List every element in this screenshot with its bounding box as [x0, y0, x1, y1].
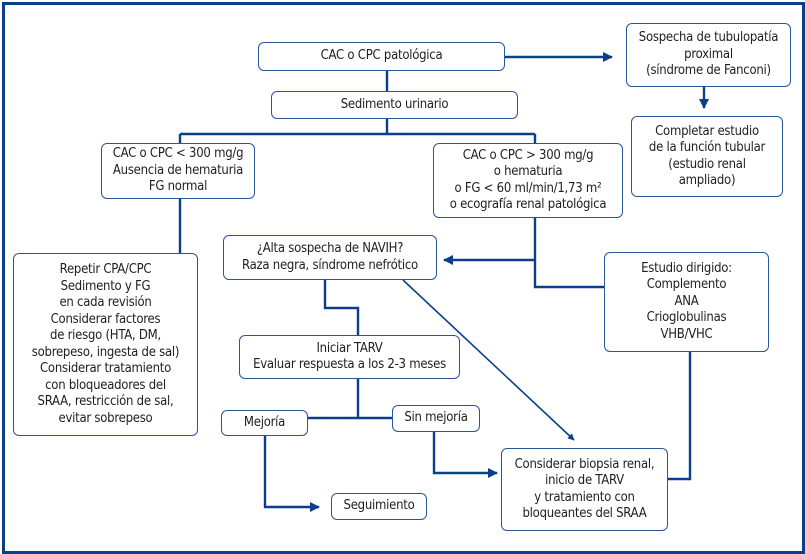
node-sin-mejoria: Sin mejoría	[392, 405, 480, 432]
node-text-line: o FG < 60 ml/min/1,73 m²	[454, 180, 602, 196]
node-text-line: Sospecha de tubulopatía	[638, 30, 779, 46]
node-text-line: en cada revisión	[59, 295, 152, 310]
node-text-line: Mejoría	[243, 414, 286, 430]
edge-mejoria-to-seguimiento	[263, 435, 321, 513]
node-text-line: Repetir CPA/CPC	[59, 262, 152, 277]
node-text-line: o ecografía renal patológica	[449, 197, 607, 212]
node-text-line: Complemento	[646, 277, 727, 293]
node-text-line: ANA	[674, 293, 699, 309]
edge-navih-to-tarv	[323, 280, 360, 335]
node-text-line: CAC o CPC < 300 mg/g	[112, 146, 244, 162]
node-text-line: VHB/VHC	[660, 326, 713, 342]
node-text-line: evitar sobrepeso	[58, 410, 153, 426]
node-text-line: Considerar tratamiento	[40, 361, 171, 376]
node-text-line: y tratamiento con	[534, 489, 635, 505]
edge-estudio-to-biopsia	[668, 351, 692, 481]
node-text-line: ampliado)	[678, 173, 736, 188]
node-text-line: Sin mejoría	[404, 410, 468, 426]
node-text-line: proximal	[684, 46, 733, 62]
node-text-line: CAC o CPC patológica	[320, 48, 443, 64]
node-text-line: CAC o CPC > 300 mg/g	[462, 147, 594, 163]
node-text-line: Completar estudio	[655, 123, 759, 139]
node-text-line: (síndrome de Fanconi)	[646, 63, 771, 79]
node-text-line: sobrepeso, ingesta de sal)	[31, 344, 180, 360]
node-text-line: Iniciar TARV	[316, 340, 383, 356]
node-text-line: Seguimiento	[343, 498, 415, 514]
node-sospecha-navih: ¿Alta sospecha de NAVIH?Raza negra, sínd…	[223, 235, 437, 280]
node-text-line: Crioglobulinas	[646, 310, 727, 326]
node-sedimento-urinario: Sedimento urinario	[271, 91, 518, 119]
node-text-line: FG normal	[148, 179, 208, 195]
node-text-line: Sedimento y FG	[60, 278, 151, 294]
node-text-line: de riesgo (HTA, DM,	[50, 328, 161, 343]
node-text-line: bloqueantes del SRAA	[522, 506, 647, 521]
node-text-line: Considerar factores	[50, 311, 161, 327]
node-text-line: Evaluar respuesta a los 2-3 meses	[253, 357, 446, 372]
node-text-line: Ausencia de hematuria	[112, 162, 244, 178]
node-mejoria: Mejoría	[221, 410, 308, 436]
node-text-line: de la función tubular	[648, 140, 766, 155]
node-text-line: ¿Alta sospecha de NAVIH?	[256, 241, 404, 256]
node-text-line: Raza negra, síndrome nefrótico	[242, 257, 418, 273]
edge-navih-to-biopsia	[402, 279, 575, 441]
edge-sobre300-down	[533, 217, 605, 289]
node-text-line: inicio de TARV	[545, 473, 624, 488]
node-text-line: SRAA, restricción de sal,	[37, 394, 174, 409]
node-text-line: Sedimento urinario	[340, 96, 449, 112]
node-text-line: Considerar biopsia renal,	[514, 456, 655, 472]
node-text-line: o hematuria	[493, 164, 563, 179]
node-seguimiento: Seguimiento	[331, 493, 427, 520]
node-cac-cpc-patologica: CAC o CPC patológica	[258, 42, 505, 71]
node-text-line: con bloqueadores del	[45, 377, 166, 393]
edge-sinmejoria-to-biopsia	[432, 431, 499, 479]
node-text-line: (estudio renal	[668, 156, 746, 172]
node-text-line: Estudio dirigido:	[641, 260, 732, 276]
